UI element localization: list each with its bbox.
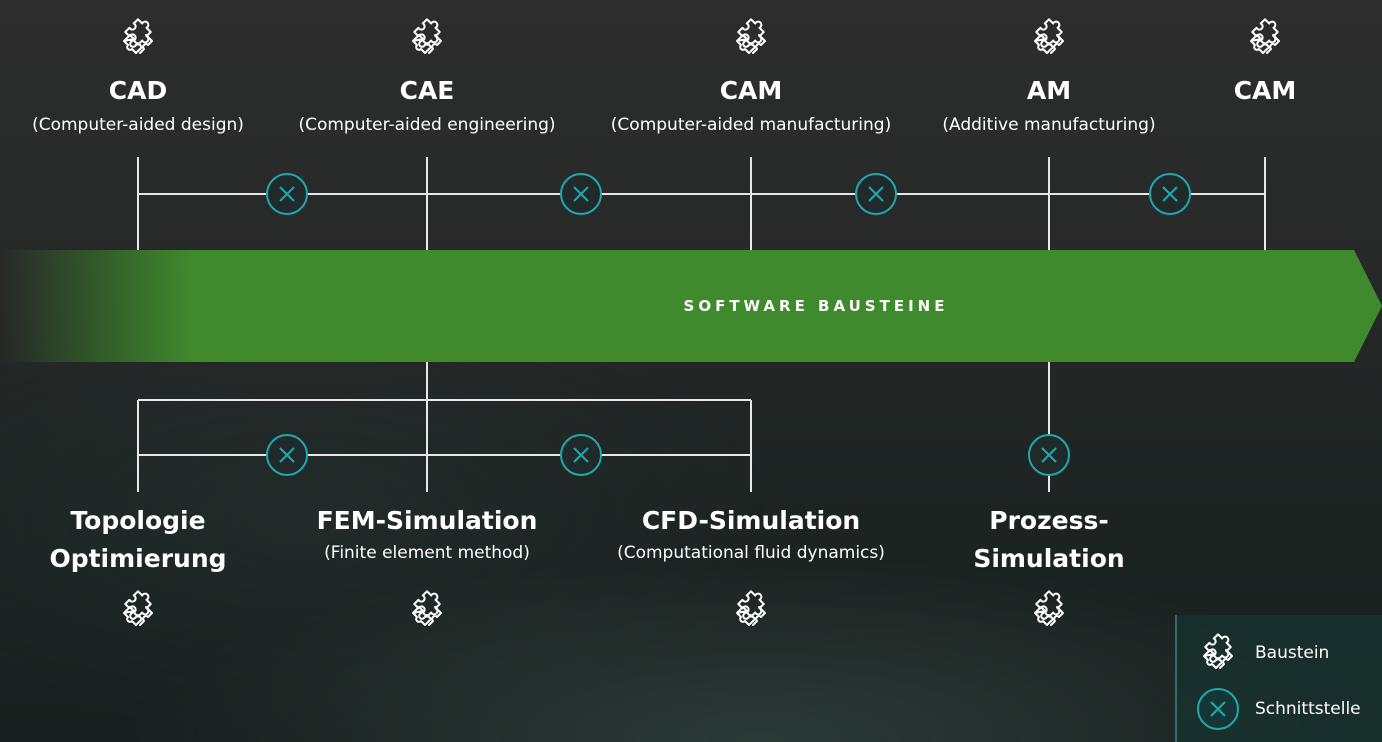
node-subtitle: (Additive manufacturing) (942, 115, 1156, 135)
top-node-cae: CAE (Computer-aided engineering) (257, 72, 597, 138)
interface-x-icon (855, 173, 897, 215)
top-node-cam: CAM (1095, 72, 1382, 110)
interface-x-icon (1197, 688, 1239, 730)
top-node-cad: CAD (Computer-aided design) (0, 72, 308, 138)
interface-x-icon (1028, 434, 1070, 476)
legend-item-baustein: Baustein (1195, 630, 1330, 675)
top-node-am: AM (Additive manufacturing) (879, 72, 1219, 138)
puzzle-icon (1250, 15, 1285, 54)
puzzle-icon (412, 15, 447, 54)
node-subtitle: (Computational fluid dynamics) (617, 543, 885, 563)
legend-label-baustein: Baustein (1255, 643, 1330, 663)
node-title: CAM (719, 76, 783, 105)
legend-label-schnittstelle: Schnittstelle (1255, 699, 1361, 719)
puzzle-icon (123, 15, 158, 54)
puzzle-icon (1203, 630, 1238, 669)
node-subtitle: (Finite element method) (324, 543, 530, 563)
interface-x-icon (560, 434, 602, 476)
puzzle-icon (1034, 15, 1069, 54)
top-node-cam: CAM (Computer-aided manufacturing) (581, 72, 921, 138)
node-title: CAD (108, 76, 168, 105)
node-title: CFD-Simulation (641, 506, 861, 535)
puzzle-icon (123, 587, 158, 626)
bottom-node-4: Prozess- Simulation (879, 502, 1219, 578)
interface-x-icon (1149, 173, 1191, 215)
node-title: CAE (399, 76, 455, 105)
node-subtitle: (Computer-aided manufacturing) (610, 115, 892, 135)
bottom-node-2: FEM-Simulation (Finite element method) (257, 502, 597, 566)
legend-box: Baustein Schnittstelle (1175, 615, 1382, 742)
interface-x-icon (266, 434, 308, 476)
legend-item-schnittstelle: Schnittstelle (1195, 687, 1361, 731)
node-subtitle: (Computer-aided design) (32, 115, 244, 135)
node-title: Topologie (70, 506, 206, 535)
node-title-line2: Simulation (973, 544, 1125, 573)
node-title-line2: Optimierung (49, 544, 227, 573)
node-title: CAM (1233, 76, 1297, 105)
puzzle-icon (736, 587, 771, 626)
puzzle-icon (412, 587, 447, 626)
interface-x-icon (560, 173, 602, 215)
banner-label: SOFTWARE BAUSTEINE (683, 297, 949, 315)
banner-arrow (0, 250, 1382, 362)
node-title: AM (1026, 76, 1072, 105)
interface-x-icon (266, 173, 308, 215)
node-subtitle: (Computer-aided engineering) (298, 115, 556, 135)
puzzle-icon (736, 15, 771, 54)
node-title: Prozess- (989, 506, 1109, 535)
node-title: FEM-Simulation (316, 506, 538, 535)
bottom-node-3: CFD-Simulation (Computational fluid dynam… (581, 502, 921, 566)
puzzle-icon (1034, 587, 1069, 626)
